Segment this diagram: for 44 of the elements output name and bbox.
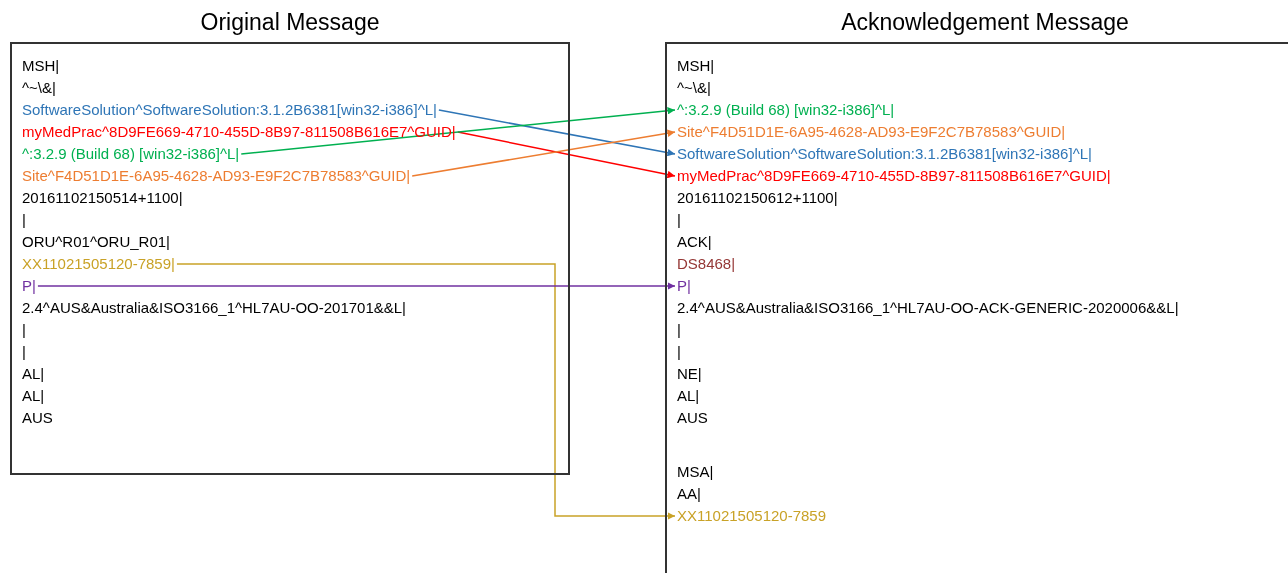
message-line: P| <box>677 276 691 296</box>
message-line: 2.4^AUS&Australia&ISO3166_1^HL7AU-OO-201701&&L| <box>22 298 407 318</box>
message-line: ^~\&| <box>677 78 711 98</box>
message-line: DS8468| <box>677 254 736 274</box>
message-line: ORU^R01^ORU_R01| <box>22 232 170 252</box>
message-line: | <box>677 210 681 230</box>
arrow <box>240 107 676 155</box>
message-line: XX11021505120-7859 <box>677 506 827 526</box>
message-line: | <box>22 210 26 230</box>
panel-title: Original Message <box>199 8 381 37</box>
message-line: AL| <box>22 364 45 384</box>
arrow <box>411 129 676 177</box>
message-line: MSA| <box>677 462 714 482</box>
message-line: 2.4^AUS&Australia&ISO3166_1^HL7AU-OO-ACK-GENERIC-2020006&&L| <box>677 298 1179 318</box>
message-line: ^~\&| <box>22 78 56 98</box>
message-line: SoftwareSolution^SoftwareSolution:3.1.2B6381[win32-i386]^L| <box>677 144 1092 164</box>
message-line: AL| <box>677 386 700 406</box>
message-line: P| <box>22 276 36 296</box>
message-line: AUS <box>22 408 53 428</box>
message-line: ^:3.2.9 (Build 68) [win32-i386]^L| <box>22 144 240 164</box>
message-line: | <box>677 342 681 362</box>
message-line: | <box>22 342 26 362</box>
message-line: 20161102150612+1100| <box>677 188 838 208</box>
message-line: | <box>22 320 26 340</box>
message-line: 20161102150514+1100| <box>22 188 183 208</box>
message-line: Site^F4D51D1E-6A95-4628-AD93-E9F2C7B78583^GUID| <box>677 122 1066 142</box>
message-line: MSH| <box>677 56 715 76</box>
message-line: SoftwareSolution^SoftwareSolution:3.1.2B6381[win32-i386]^L| <box>22 100 437 120</box>
message-line: | <box>677 320 681 340</box>
message-line: AA| <box>677 484 701 504</box>
arrow <box>37 282 676 290</box>
panel-title: Acknowledgement Message <box>840 8 1130 37</box>
arrow <box>176 263 676 520</box>
message-line: MSH| <box>22 56 60 76</box>
message-line: NE| <box>677 364 702 384</box>
message-line: Site^F4D51D1E-6A95-4628-AD93-E9F2C7B78583^GUID| <box>22 166 411 186</box>
arrow <box>438 109 676 157</box>
message-line: ^:3.2.9 (Build 68) [win32-i386]^L| <box>677 100 895 120</box>
message-line: ACK| <box>677 232 712 252</box>
message-line: AL| <box>22 386 45 406</box>
message-line: XX11021505120-7859| <box>22 254 175 274</box>
message-line: myMedPrac^8D9FE669-4710-455D-8B97-811508B616E7^GUID| <box>22 122 456 142</box>
message-line: myMedPrac^8D9FE669-4710-455D-8B97-811508B616E7^GUID| <box>677 166 1111 186</box>
message-line: AUS <box>677 408 708 428</box>
